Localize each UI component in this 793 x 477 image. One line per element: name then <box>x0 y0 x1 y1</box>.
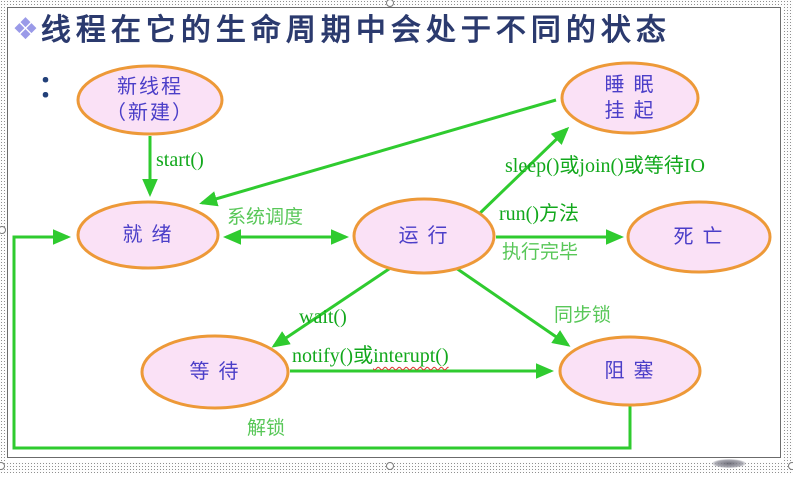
label-sync-lock: 同步锁 <box>554 305 612 326</box>
state-label-blocked: 阻 塞 <box>604 360 656 382</box>
state-ellipse-waiting <box>140 334 290 410</box>
label-notify-part1: notify()或 <box>292 345 374 367</box>
state-label-waiting: 等 待 <box>189 361 241 383</box>
label-unlock: 解锁 <box>247 418 286 439</box>
label-run-method: run()方法 <box>499 203 579 225</box>
selection-hatch-bottom[interactable] <box>0 462 793 473</box>
selection-hatch-top[interactable] <box>0 0 793 7</box>
label-notify-part2-misspelled: interupt() <box>373 345 449 367</box>
arrow-running-to-blocked <box>455 266 571 347</box>
resize-handle-top-center[interactable] <box>386 0 394 7</box>
label-schedule: 系统调度 <box>227 207 304 228</box>
state-label-sleep: 睡 眠 挂 起 <box>604 74 656 122</box>
state-label-running: 运 行 <box>398 225 450 247</box>
label-wait: wait() <box>299 306 347 328</box>
cursor-smudge <box>712 459 746 468</box>
state-ellipse-blocked <box>558 335 702 407</box>
state-ellipse-running <box>352 197 496 275</box>
resize-handle-bottom-left[interactable] <box>0 462 5 470</box>
resize-handle-bottom-center[interactable] <box>386 462 394 470</box>
resize-handle-left-middle[interactable] <box>0 226 6 234</box>
state-label-dead: 死 亡 <box>673 226 725 248</box>
state-label-new: 新线程 （新建） <box>106 76 194 124</box>
arrow-running-to-sleep <box>475 126 570 218</box>
slide-title: 线程在它的生命周期中会处于不同的状态 <box>40 14 671 47</box>
state-ellipse-dead <box>626 200 772 274</box>
state-label-ready: 就 绪 <box>122 224 174 246</box>
state-ellipse-sleep <box>560 61 700 135</box>
sub-bullet-colon: ： <box>38 71 68 104</box>
resize-handle-bottom-right[interactable] <box>788 462 793 470</box>
label-sleep-join: sleep()或join()或等待IO <box>505 155 705 177</box>
state-ellipse-new <box>76 64 224 136</box>
arrow-sleep-to-ready <box>199 98 557 207</box>
selection-hatch-right[interactable] <box>783 0 793 462</box>
title-row: ❖ 线程在它的生命周期中会处于不同的状态 <box>12 12 671 50</box>
label-start: start() <box>156 149 204 171</box>
state-ellipse-ready <box>76 200 220 270</box>
label-notify: notify()或interupt() <box>292 345 449 367</box>
arrow-blocked-unlock-to-ready <box>12 229 632 450</box>
arrow-running-to-waiting <box>271 265 393 348</box>
diamond-bullet-icon: ❖ <box>12 12 39 47</box>
label-run-done: 执行完毕 <box>502 242 579 263</box>
